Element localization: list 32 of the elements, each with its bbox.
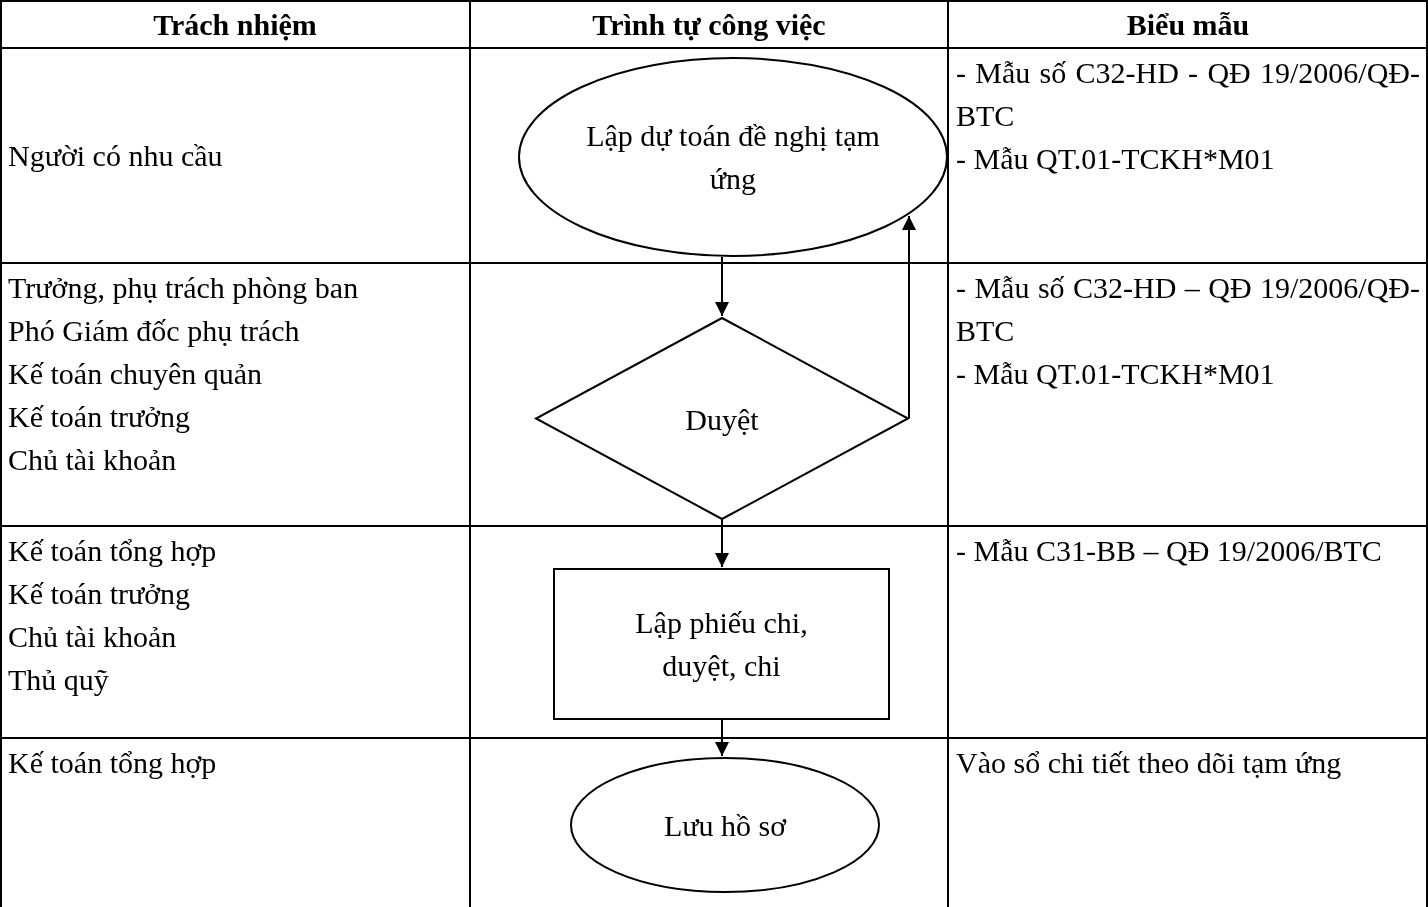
node-text: Lưu hồ sơ xyxy=(662,807,788,844)
cell-text: Trưởng, phụ trách phòng ban xyxy=(8,270,360,306)
cell-text: - Mẫu số C32-HD – QĐ 19/2006/QĐ-BTC xyxy=(956,270,1420,349)
cell-text: Phó Giám đốc phụ trách xyxy=(8,313,301,349)
cell-text: Người có nhu cầu xyxy=(8,138,224,174)
terminal-ellipse xyxy=(518,57,948,257)
cell-text: Chủ tài khoản xyxy=(8,619,178,655)
arrow xyxy=(715,719,729,757)
cell-text: - Mẫu QT.01-TCKH*M01 xyxy=(956,356,1276,392)
terminal-ellipse xyxy=(570,757,880,893)
cell-text: Vào sổ chi tiết theo dõi tạm ứng xyxy=(956,745,1343,781)
cell-text: Kế toán trưởng xyxy=(8,399,192,435)
process-box xyxy=(553,568,890,720)
node-text: Duyệt xyxy=(684,401,760,438)
cell-text: Kế toán chuyên quản xyxy=(8,356,264,392)
cell-text: Thủ quỹ xyxy=(8,662,110,698)
cell-text: Kế toán trưởng xyxy=(8,576,192,612)
node-text: Lập dự toán đề nghị tạm ứng xyxy=(585,118,881,197)
cell-text: - Mẫu QT.01-TCKH*M01 xyxy=(956,141,1276,177)
cell-text: - Mẫu C31-BB – QĐ 19/2006/BTC xyxy=(956,533,1383,569)
cell-text: Chủ tài khoản xyxy=(8,442,178,478)
column-header: Trình tự công việc xyxy=(592,7,826,43)
node-text: Lập phiếu chi, duyệt, chi xyxy=(634,605,809,684)
cell-text: - Mẫu số C32-HD - QĐ 19/2006/QĐ-BTC xyxy=(956,55,1420,134)
arrow xyxy=(715,519,729,568)
column-header: Trách nhiệm xyxy=(153,7,317,43)
arrow xyxy=(902,215,916,419)
cell-text: Kế toán tổng hợp xyxy=(8,745,218,781)
decision-diamond xyxy=(535,317,909,520)
column-header: Biểu mẫu xyxy=(1126,7,1250,43)
cell-text: Kế toán tổng hợp xyxy=(8,533,218,569)
arrow xyxy=(715,256,729,317)
